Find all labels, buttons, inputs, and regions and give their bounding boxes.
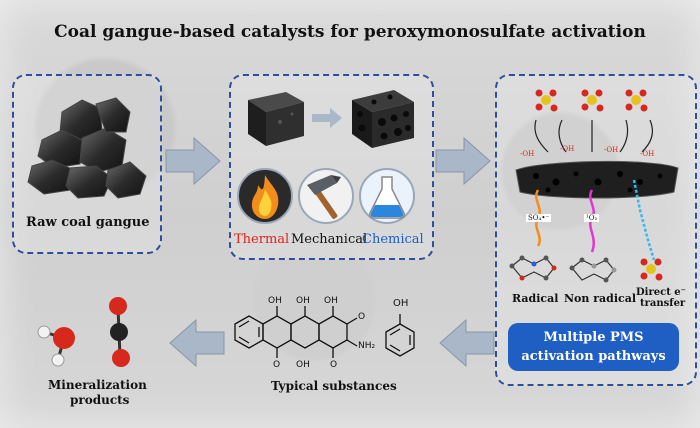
tc-nh2: NH₂ xyxy=(358,341,376,351)
pms-molecules-icon xyxy=(535,89,648,112)
porous-catalyst-icon xyxy=(515,160,679,199)
oh-label-3: -OH xyxy=(604,146,619,154)
singlet-oxygen-label: ¹O₂ xyxy=(584,214,600,222)
mineralization-label-line1: Mineralization xyxy=(48,378,147,392)
tc-o-1: O xyxy=(358,312,366,322)
flame-icon xyxy=(237,168,293,224)
oh-label-1: -OH xyxy=(520,150,535,158)
raw-coal-label: Raw coal gangue xyxy=(26,215,150,230)
tc-oh-1: OH xyxy=(268,296,282,306)
arrow-right-icon xyxy=(165,136,221,186)
tetracycline-structure-icon xyxy=(234,306,358,358)
phenol-structure-icon xyxy=(385,314,415,357)
oh-label-2: -OH xyxy=(560,145,575,153)
thermal-label: Thermal xyxy=(234,232,290,247)
mineralization-label-line2: products xyxy=(70,393,130,407)
electron-transfer-pathway-icon xyxy=(632,179,656,261)
sulfate-product-molecule-icon xyxy=(640,258,663,281)
coal-pile-icon xyxy=(27,97,147,199)
tc-o-2: O xyxy=(273,360,281,370)
direct-transfer-label-line1: Direct e⁻ xyxy=(636,287,686,298)
direct-transfer-label-line2: transfer xyxy=(640,298,686,309)
arrow-left-icon-2 xyxy=(169,318,225,368)
tc-oh-2: OH xyxy=(296,296,310,306)
radical-label: Radical xyxy=(512,292,559,305)
chemical-label: Chemical xyxy=(362,232,424,247)
diagram-title: Coal gangue-based catalysts for peroxymo… xyxy=(54,22,646,42)
dense-coal-cube-icon xyxy=(248,92,304,146)
flask-icon xyxy=(359,168,415,224)
small-arrow-right-icon xyxy=(312,108,342,128)
porous-coal-cube-icon xyxy=(352,90,414,148)
nonradical-product-molecule-icon xyxy=(569,257,617,283)
hammer-icon xyxy=(298,168,354,224)
water-molecule-icon xyxy=(37,325,75,367)
tc-oh-4: OH xyxy=(296,360,310,370)
pathways-line1: Multiple PMS xyxy=(543,330,644,345)
tc-o-3: O xyxy=(330,360,338,370)
tc-oh-3: OH xyxy=(324,296,338,306)
sulfate-radical-label: SO₄•⁻ xyxy=(526,214,552,222)
arrow-right-icon-2 xyxy=(435,136,491,186)
co2-molecule-icon xyxy=(109,297,130,367)
radical-product-molecule-icon xyxy=(509,255,557,281)
oh-label-4: -OH xyxy=(640,150,655,158)
nonradical-label: Non radical xyxy=(564,292,637,305)
typical-substances-label: Typical substances xyxy=(271,379,397,393)
curved-arrows-icon xyxy=(534,119,654,153)
phenol-oh: OH xyxy=(393,298,409,309)
pathways-line2: activation pathways xyxy=(521,349,666,364)
arrow-left-icon xyxy=(439,318,495,368)
pathways-box: Multiple PMS activation pathways xyxy=(508,323,679,371)
mechanical-label: Mechanical xyxy=(291,232,368,247)
